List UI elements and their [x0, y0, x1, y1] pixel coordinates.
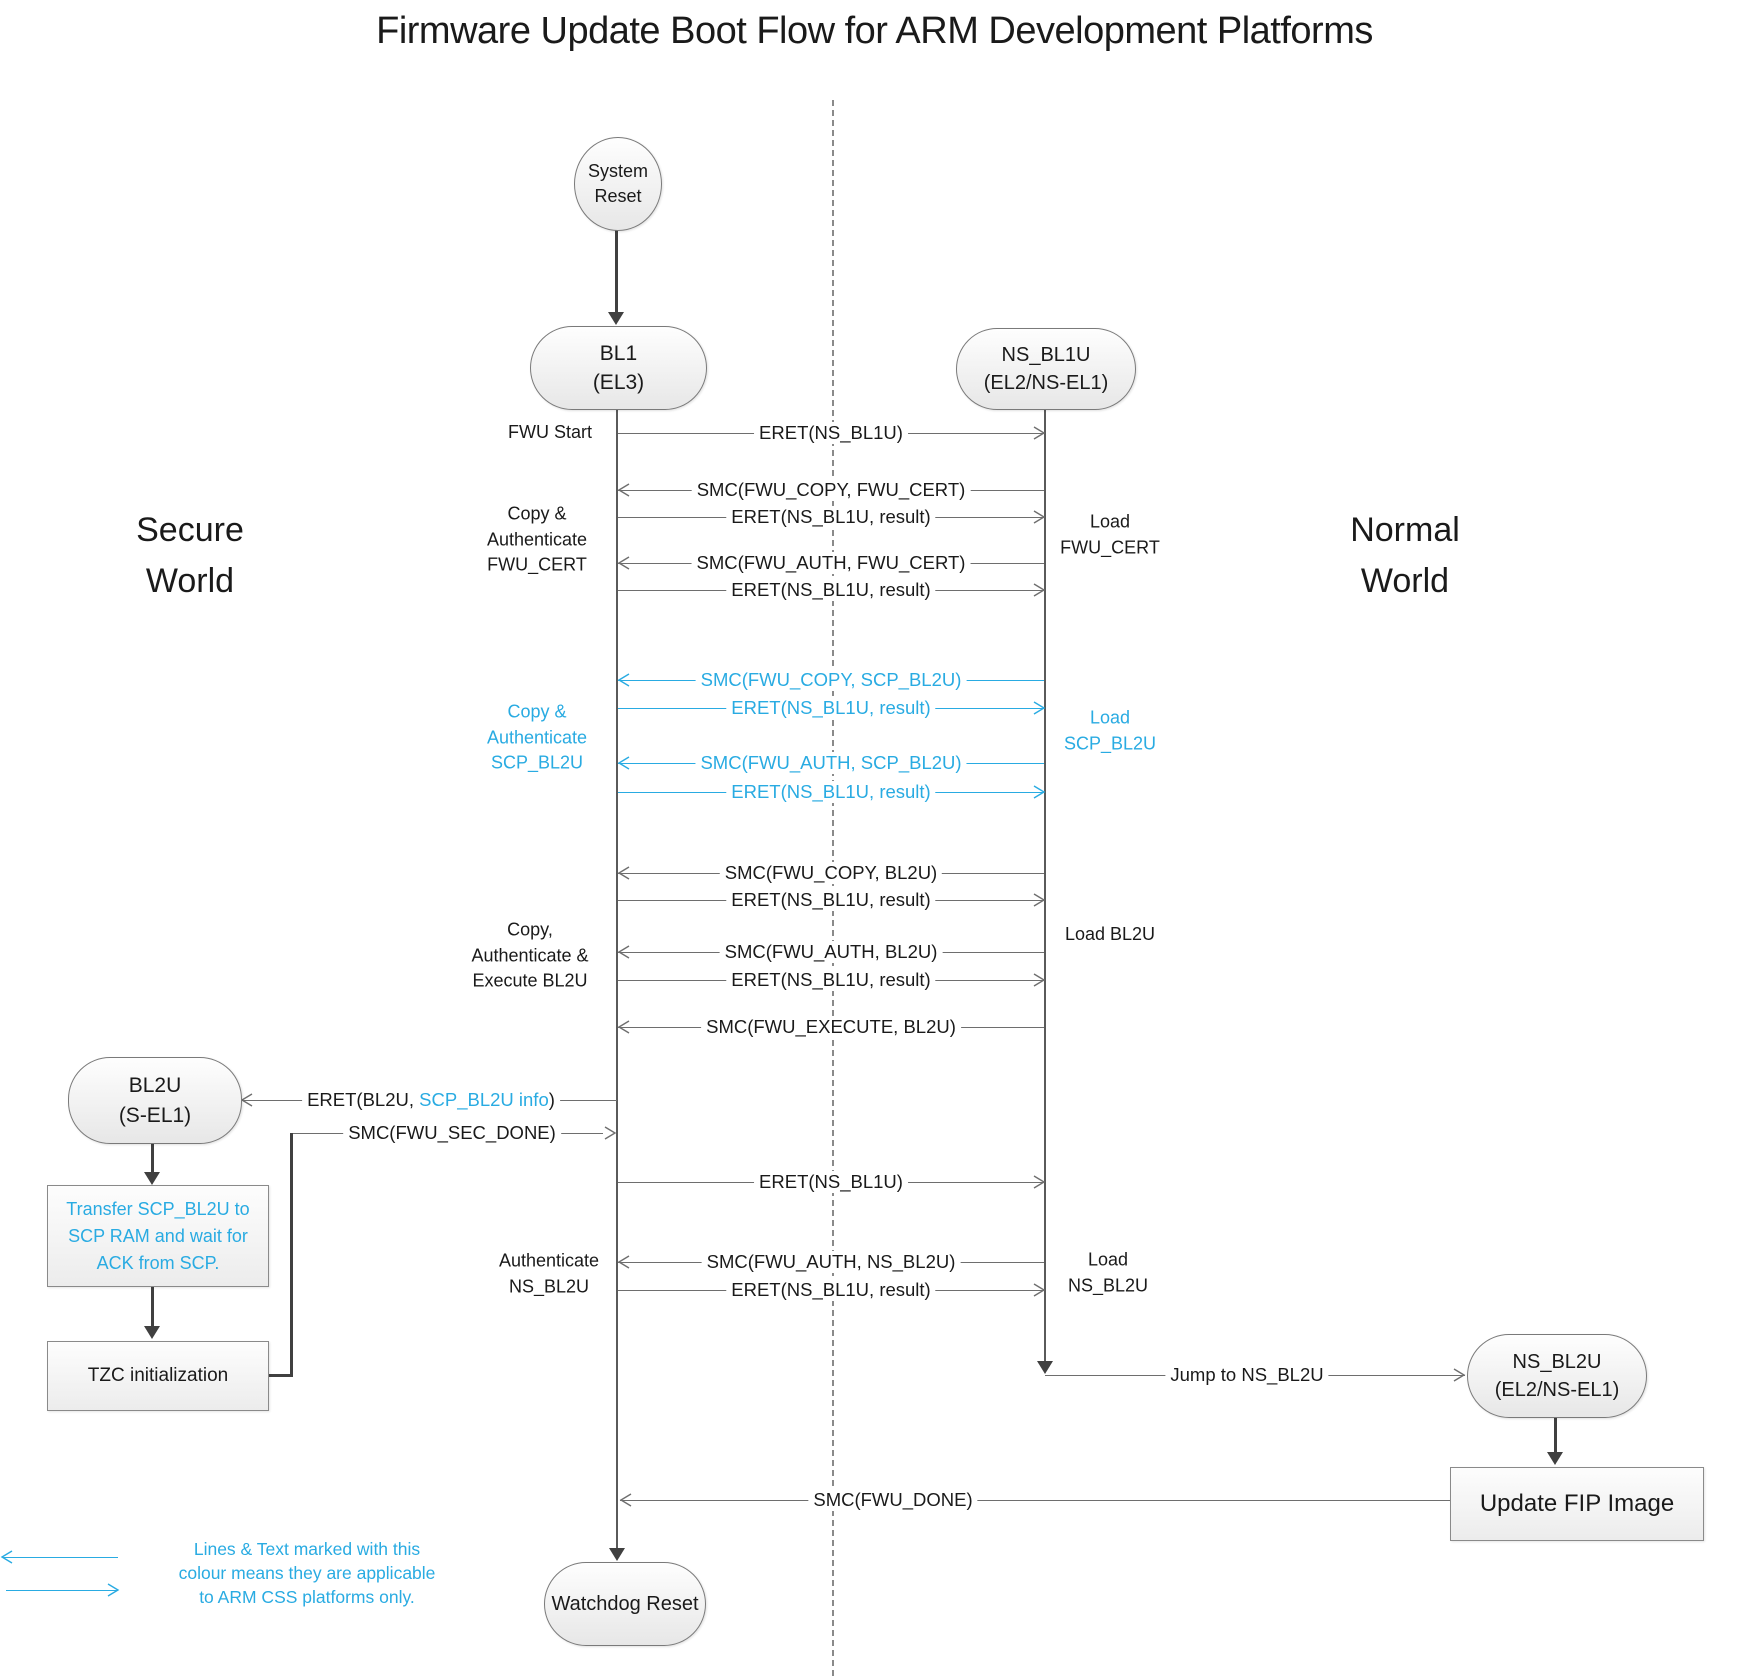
connector-line — [267, 1374, 293, 1377]
message-smc-copy-bl2u: SMC(FWU_COPY, BL2U) — [719, 862, 943, 884]
connector-line — [615, 229, 618, 313]
arrowhead-down-icon — [1037, 1361, 1053, 1374]
arrowhead-left-icon — [617, 672, 633, 688]
message-jump-ns-bl2u: Jump to NS_BL2U — [1165, 1364, 1329, 1386]
arrowhead-left-icon — [617, 1019, 633, 1035]
message-eret-bl2u: ERET(BL2U, SCP_BL2U info) — [302, 1089, 560, 1111]
message-eret-ns-bl1u: ERET(NS_BL1U) — [754, 1171, 908, 1193]
arrowhead-right-icon — [1450, 1367, 1466, 1383]
arrowhead-right-icon — [1030, 509, 1046, 525]
secure-world-label: Secure World — [136, 511, 244, 600]
node-tzc-initialization: TZC initialization — [47, 1341, 269, 1411]
message-smc-fwu-done: SMC(FWU_DONE) — [808, 1489, 978, 1511]
arrowhead-right-icon — [1030, 972, 1046, 988]
arrowhead-down-icon — [1547, 1452, 1563, 1465]
node-watchdog-reset: Watchdog Reset — [544, 1562, 706, 1646]
arrowhead-left-icon — [617, 865, 633, 881]
message-eret-result: ERET(NS_BL1U, result) — [726, 969, 936, 991]
node-ns-bl2u: NS_BL2U (EL2/NS-EL1) — [1467, 1334, 1647, 1418]
arrowhead-left-icon — [617, 555, 633, 571]
connector-line — [151, 1142, 154, 1174]
message-smc-auth-scp-bl2u: SMC(FWU_AUTH, SCP_BL2U) — [695, 752, 967, 774]
node-update-fip-image: Update FIP Image — [1450, 1467, 1704, 1541]
arrowhead-left-icon — [617, 944, 633, 960]
arrowhead-left-icon — [617, 1254, 633, 1270]
arrowhead-down-icon — [608, 312, 624, 325]
message-eret-bl2u-css-part: SCP_BL2U info — [419, 1089, 549, 1110]
arrowhead-down-icon — [144, 1172, 160, 1185]
message-eret-result: ERET(NS_BL1U, result) — [726, 781, 936, 803]
message-eret-ns-bl1u: ERET(NS_BL1U) — [754, 422, 908, 444]
arrowhead-down-icon — [144, 1326, 160, 1339]
message-eret-result: ERET(NS_BL1U, result) — [726, 889, 936, 911]
node-bl1: BL1 (EL3) — [530, 326, 707, 410]
ns-bl1u-lifeline — [1044, 408, 1046, 1363]
arrowhead-left-icon — [619, 1492, 635, 1508]
transfer-scp-text: Transfer SCP_BL2U to SCP RAM and wait fo… — [66, 1198, 250, 1273]
message-eret-result: ERET(NS_BL1U, result) — [726, 579, 936, 601]
activity-copy-auth-scp-bl2u: Copy & Authenticate SCP_BL2U — [486, 701, 588, 773]
page-title: Firmware Update Boot Flow for ARM Develo… — [376, 10, 1373, 52]
message-line — [620, 1500, 1452, 1502]
activity-load-ns-bl2u: Load NS_BL2U — [1067, 1249, 1149, 1295]
message-eret-result: ERET(NS_BL1U, result) — [726, 697, 936, 719]
message-smc-copy-fwu-cert: SMC(FWU_COPY, FWU_CERT) — [691, 479, 971, 501]
activity-auth-ns-bl2u: Authenticate NS_BL2U — [498, 1250, 600, 1296]
arrowhead-left-icon — [617, 755, 633, 771]
world-divider-line — [832, 100, 834, 1676]
message-smc-auth-ns-bl2u: SMC(FWU_AUTH, NS_BL2U) — [701, 1251, 961, 1273]
node-ns-bl1u: NS_BL1U (EL2/NS-EL1) — [956, 328, 1136, 410]
connector-line — [151, 1285, 154, 1327]
activity-load-fwu-cert: Load FWU_CERT — [1060, 511, 1160, 557]
node-bl2u: BL2U (S-EL1) — [68, 1057, 242, 1144]
message-smc-execute-bl2u: SMC(FWU_EXECUTE, BL2U) — [701, 1016, 961, 1038]
connector-line — [1554, 1416, 1557, 1454]
arrowhead-right-icon — [1030, 892, 1046, 908]
arrowhead-right-icon — [1030, 784, 1046, 800]
arrowhead-right-icon — [104, 1582, 120, 1598]
arrowhead-right-icon — [1030, 1174, 1046, 1190]
bl1-lifeline — [616, 408, 618, 1550]
activity-fwu-start: FWU Start — [508, 422, 592, 443]
message-smc-fwu-sec-done: SMC(FWU_SEC_DONE) — [343, 1122, 561, 1144]
arrowhead-down-icon — [609, 1548, 625, 1561]
message-eret-result: ERET(NS_BL1U, result) — [726, 1279, 936, 1301]
arrowhead-right-icon — [1030, 700, 1046, 716]
arrowhead-right-icon — [1030, 1282, 1046, 1298]
message-smc-auth-bl2u: SMC(FWU_AUTH, BL2U) — [719, 941, 943, 963]
node-transfer-scp-bl2u: Transfer SCP_BL2U to SCP RAM and wait fo… — [47, 1185, 269, 1287]
arrowhead-right-icon — [601, 1125, 617, 1141]
activity-load-scp-bl2u: Load SCP_BL2U — [1063, 707, 1157, 753]
message-eret-result: ERET(NS_BL1U, result) — [726, 506, 936, 528]
arrowhead-left-icon — [240, 1092, 256, 1108]
legend-note: Lines & Text marked with this colour mea… — [178, 1538, 436, 1608]
message-eret-bl2u-suffix: ) — [548, 1089, 555, 1110]
arrowhead-right-icon — [1030, 582, 1046, 598]
legend-line-right — [6, 1590, 118, 1592]
normal-world-label: Normal World — [1350, 511, 1460, 600]
activity-load-bl2u: Load BL2U — [1064, 924, 1156, 945]
arrowhead-left-icon — [617, 482, 633, 498]
legend-line-left — [3, 1557, 118, 1559]
activity-copy-auth-exec-bl2u: Copy, Authenticate & Execute BL2U — [471, 919, 589, 991]
arrowhead-left-icon — [0, 1549, 16, 1565]
message-smc-auth-fwu-cert: SMC(FWU_AUTH, FWU_CERT) — [691, 552, 971, 574]
message-eret-bl2u-prefix: ERET(BL2U, — [307, 1089, 420, 1110]
arrowhead-right-icon — [1030, 425, 1046, 441]
activity-copy-auth-fwu-cert: Copy & Authenticate FWU_CERT — [486, 503, 588, 575]
node-system-reset: System Reset — [574, 137, 662, 231]
message-smc-copy-scp-bl2u: SMC(FWU_COPY, SCP_BL2U) — [695, 669, 967, 691]
connector-line — [290, 1133, 293, 1376]
